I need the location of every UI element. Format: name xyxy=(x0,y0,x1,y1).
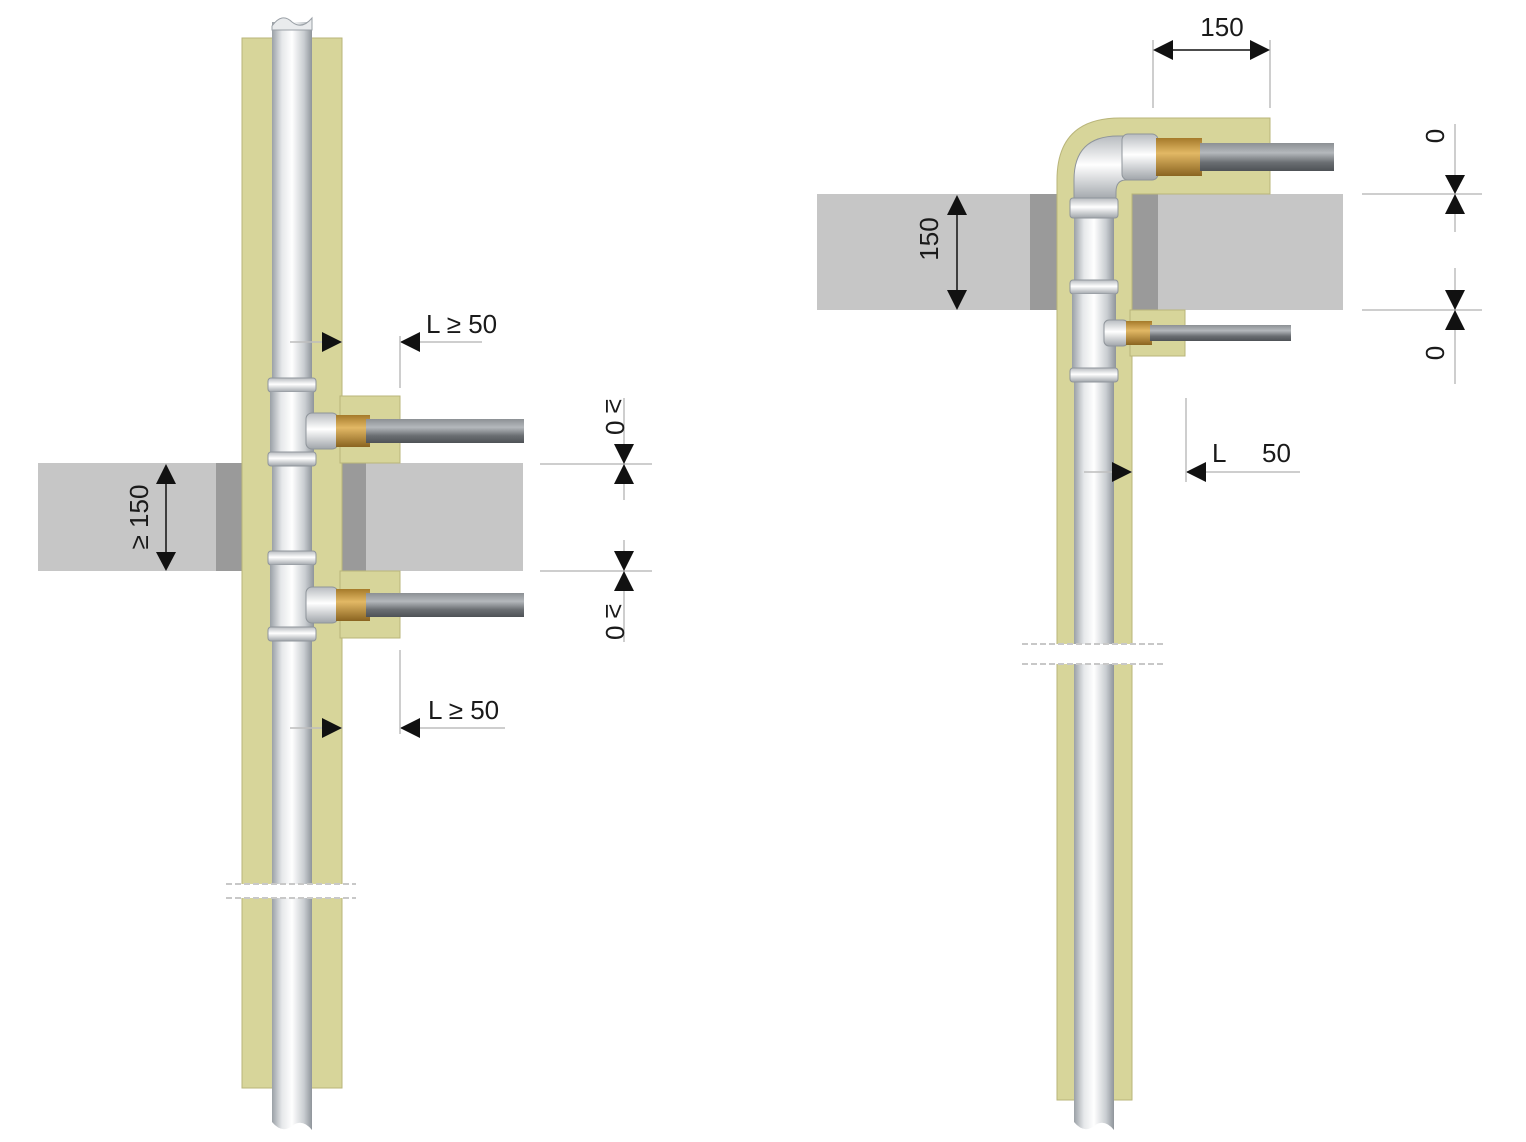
left-upper-tee xyxy=(267,377,339,467)
left-wall-seal xyxy=(216,463,244,571)
right-lower-tee xyxy=(1069,279,1129,383)
left-diagram: ≥ 150 L ≥ 50 L ≥ 50 ≥ 0 xyxy=(38,16,652,1142)
right-diagram: 150 150 L 50 0 xyxy=(817,12,1482,1142)
left-bottom-offset-label: ≥ 0 xyxy=(600,604,630,640)
right-wall-seal xyxy=(1030,194,1058,310)
left-top-clearance-label: L ≥ 50 xyxy=(426,309,497,339)
left-upper-branch xyxy=(336,415,524,447)
right-lower-branch xyxy=(1126,321,1291,345)
left-pipe-bottom-cut xyxy=(272,1122,312,1142)
right-top-branch xyxy=(1156,138,1334,176)
right-wall-thickness-dimension: 150 xyxy=(914,195,967,310)
left-top-offset-label: ≥ 0 xyxy=(600,399,630,435)
left-wall-thickness-dimension: ≥ 150 xyxy=(124,464,176,571)
left-bottom-clearance-label: L ≥ 50 xyxy=(428,695,499,725)
right-bottom-offset-label: 0 xyxy=(1420,346,1450,360)
left-wall-thickness-label: ≥ 150 xyxy=(124,485,154,550)
right-clearance-L-label: L xyxy=(1212,438,1226,468)
right-top-offset-label: 0 xyxy=(1420,129,1450,143)
left-break-line xyxy=(226,883,356,899)
right-clearance-dimension: L 50 xyxy=(1084,398,1300,482)
left-pipe-top-cut xyxy=(271,16,313,31)
left-bottom-offset-dimension: ≥ 0 xyxy=(540,540,652,642)
right-pipe-bottom-cut xyxy=(1074,1122,1114,1142)
left-bottom-clearance-dimension: L ≥ 50 xyxy=(290,650,505,738)
right-clearance-value-label: 50 xyxy=(1262,438,1291,468)
right-break-line xyxy=(1022,643,1164,665)
left-wall-seal-right xyxy=(340,463,366,571)
left-lower-branch xyxy=(336,589,524,621)
right-width-dimension: 150 xyxy=(1152,12,1271,108)
right-wall-thickness-label: 150 xyxy=(914,217,944,260)
left-lower-tee xyxy=(267,550,339,642)
left-top-offset-dimension: ≥ 0 xyxy=(540,398,652,500)
left-top-clearance-dimension: L ≥ 50 xyxy=(290,309,497,388)
right-elbow-outlet xyxy=(1121,133,1159,181)
right-wall-seal-right xyxy=(1130,194,1158,310)
right-elbow-ring xyxy=(1069,197,1119,219)
right-top-offset-dimension: 0 xyxy=(1362,124,1482,232)
right-width-label: 150 xyxy=(1200,12,1243,42)
right-bottom-offset-dimension: 0 xyxy=(1362,268,1482,384)
